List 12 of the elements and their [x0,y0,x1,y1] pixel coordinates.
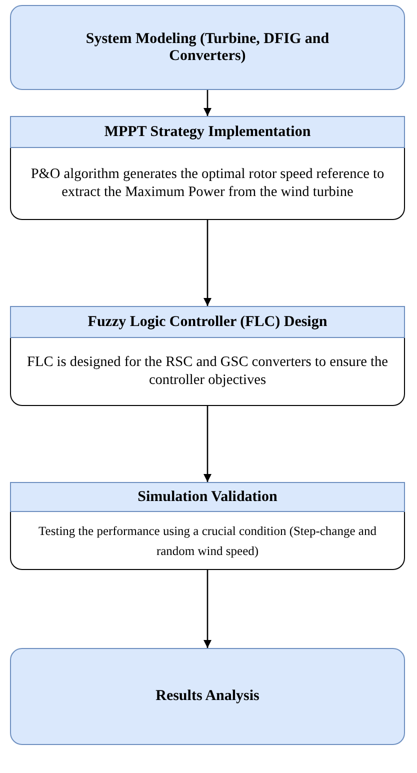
arrow [204,220,212,306]
arrow [204,406,212,482]
process-box: Results Analysis [10,648,405,745]
step-description-box: P&O algorithm generates the optimal rotor speed reference to extract the Maximum Power from the wind turbine [10,148,405,220]
step-header: MPPT Strategy Implementation [10,116,405,148]
arrow [204,570,212,648]
arrow [204,90,212,116]
step-header: Simulation Validation [10,482,405,512]
step-header: Fuzzy Logic Controller (FLC) Design [10,306,405,338]
step-description-box: Testing the performance using a crucial condition (Step-change and random wind speed) [10,512,405,570]
process-box: System Modeling (Turbine, DFIG and Converters) [10,5,405,90]
step-description-box: FLC is designed for the RSC and GSC converters to ensure the controller objectives [10,338,405,406]
